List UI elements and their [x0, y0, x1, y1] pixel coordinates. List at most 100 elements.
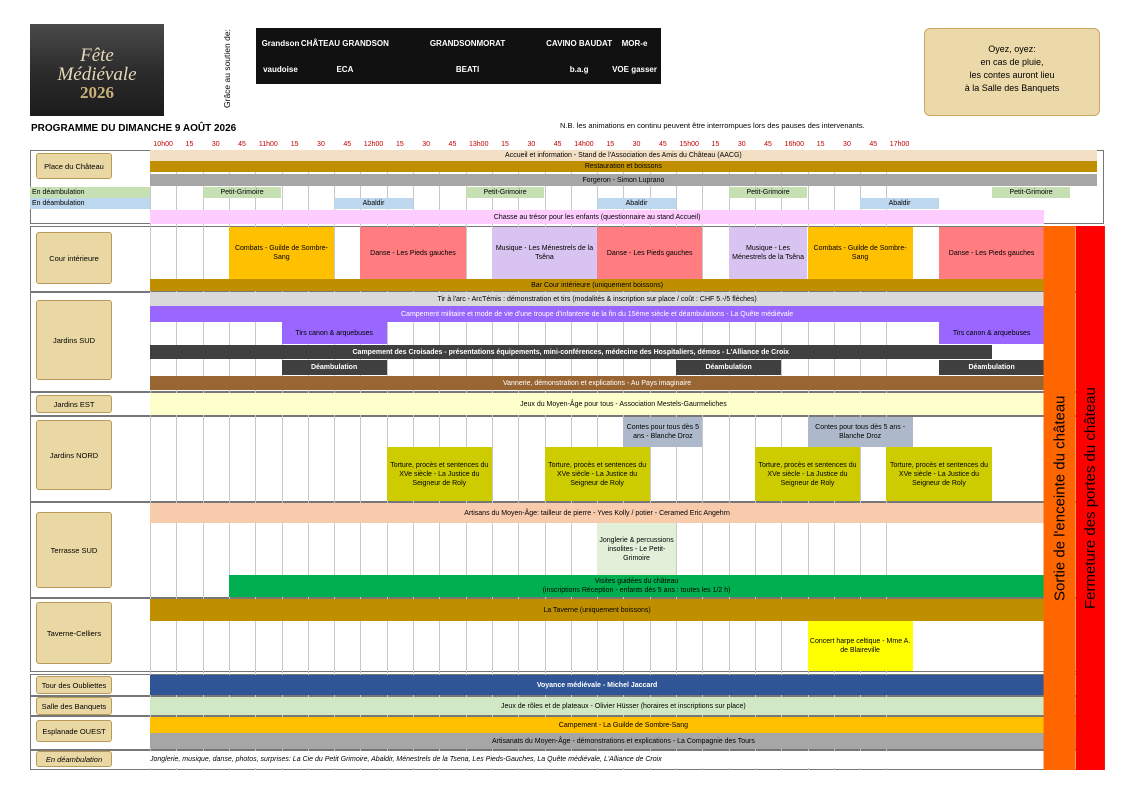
time-label: 45: [343, 141, 352, 148]
time-label: 17h00: [889, 141, 910, 148]
bar-harpe: Concert harpe celtique - Mme A. de Blair…: [807, 621, 913, 671]
time-label: 15: [711, 141, 720, 148]
bar-torture: Torture, procès et sentences du XVe sièc…: [754, 447, 861, 501]
time-label: 16h00: [784, 141, 805, 148]
bar-deambulation: Déambulation: [281, 360, 387, 375]
exit-portes-column: Fermeture des portes du château: [1075, 226, 1105, 770]
grid-line: [518, 150, 520, 770]
grid-line: [150, 150, 151, 770]
bar-restauration: Restauration et boissons: [150, 161, 1097, 172]
sponsor-logo: vaudoise: [263, 64, 298, 74]
bar-taverne: La Taverne (uniquement boissons): [150, 599, 1045, 621]
time-label: 15: [816, 141, 825, 148]
sponsor-logo: VOE gasser: [612, 64, 657, 74]
label-cour: Cour intérieure: [36, 232, 112, 284]
logo-year: 2026: [80, 83, 114, 102]
time-label: 45: [764, 141, 772, 148]
bar-tirs-canon: Tirs canon & arquebuses: [281, 322, 387, 344]
bar-danse: Danse - Les Pieds gauches: [939, 227, 1045, 279]
bar-contes: Contes pour tous dès 5 ans - Blanche Dro…: [807, 417, 913, 447]
bar-artisans: Artisans du Moyen-Âge: tailleur de pierr…: [150, 503, 1045, 523]
bar-abaldir: Abaldir: [597, 198, 676, 209]
time-label: 45: [869, 141, 878, 148]
header: Fête Médiévale 2026 Grâce au soutien de:…: [0, 0, 1134, 120]
grid-line: [860, 150, 862, 770]
bar-jeux-moyen-age: Jeux du Moyen-Âge pour tous - Associatio…: [150, 393, 1097, 415]
time-label: 30: [527, 141, 536, 148]
bar-croisades: Campement des Croisades - présentations …: [150, 345, 992, 359]
notice-line-3: les contes auront lieu: [969, 70, 1055, 80]
bar-tir-arc: Tir à l'arc - ArcTémis : démonstration e…: [150, 292, 1045, 306]
sponsor-logo: MOR-e: [621, 38, 648, 48]
exit-enceinte-column: Sortie de l'enceinte du château: [1044, 226, 1076, 770]
sponsor-logo: Grandson: [261, 38, 300, 48]
bar-campement-militaire: Campement militaire et mode de vie d'une…: [150, 306, 1045, 322]
time-label: 30: [211, 141, 220, 148]
bar-voyance: Voyance médiévale - Michel Jaccard: [150, 675, 1045, 695]
label-deamb-1: En déambulation: [30, 187, 150, 198]
notice-line-1: Oyez, oyez:: [988, 44, 1036, 54]
label-banquets: Salle des Banquets: [36, 697, 112, 715]
sponsor-logo: CAVINO BAUDAT: [546, 38, 613, 48]
support-label: Grâce au soutien de:: [222, 29, 232, 109]
time-label: 14h00: [574, 141, 594, 148]
logo-line-1: Fête: [80, 45, 114, 66]
grid-line: [255, 150, 257, 770]
page-title: PROGRAMME DU DIMANCHE 9 AOÛT 2026: [31, 123, 237, 134]
time-label: 45: [658, 141, 667, 148]
sponsor-logo: ECA: [336, 64, 354, 74]
bar-jeux-roles: Jeux de rôles et de plateaux - Olivier H…: [150, 697, 1097, 715]
label-est: Jardins EST: [36, 395, 112, 413]
bar-torture: Torture, procès et sentences du XVe sièc…: [886, 447, 992, 501]
label-sud: Jardins SUD: [36, 300, 112, 380]
time-label: 11h00: [258, 141, 278, 148]
rain-notice-scroll: Oyez, oyez: en cas de pluie, les contes …: [924, 28, 1100, 116]
time-label: 30: [632, 141, 641, 148]
bar-combats: Combats - Guilde de Sombre-Sang: [228, 227, 335, 279]
bar-petit-grimoire: Petit-Grimoire: [991, 187, 1071, 198]
time-label: 30: [422, 141, 431, 148]
label-place: Place du Château: [36, 153, 112, 179]
notice-line-2: en cas de pluie,: [980, 57, 1044, 67]
bar-deambulation: Déambulation: [939, 360, 1045, 375]
time-label: 45: [553, 141, 562, 148]
bar-torture: Torture, procès et sentences du XVe sièc…: [544, 447, 650, 501]
bar-combats: Combats - Guilde de Sombre-Sang: [807, 227, 913, 279]
time-label: 30: [843, 141, 851, 148]
grid-line: [281, 150, 283, 770]
time-label: 15h00: [679, 141, 699, 148]
logo-line-2: Médiévale: [57, 64, 137, 85]
time-label: 15: [606, 141, 615, 148]
time-label: 15: [501, 141, 509, 148]
time-label: 30: [737, 141, 746, 148]
grid-line: [202, 150, 204, 770]
bar-torture: Torture, procès et sentences du XVe sièc…: [386, 447, 492, 501]
label-deamb-2: En déambulation: [30, 198, 150, 209]
label-oubliettes: Tour des Oubliettes: [36, 676, 112, 694]
sponsor-logo: b.a.g: [569, 64, 589, 74]
bar-petit-grimoire: Petit-Grimoire: [728, 187, 808, 198]
bar-chasse: Chasse au trésor pour les enfants (quest…: [150, 210, 1045, 224]
bar-danse: Danse - Les Pieds gauches: [360, 227, 466, 279]
bar-vannerie: Vannerie, démonstration et explications …: [150, 376, 1045, 390]
bar-visites: Visites guidées du château(inscriptions …: [228, 575, 1045, 597]
time-label: 10h00: [153, 141, 173, 148]
bar-campement-sombre: Campement - La Guilde de Sombre-Sang: [150, 717, 1097, 733]
time-label: 12h00: [363, 141, 384, 148]
bar-deambulation: Déambulation: [676, 360, 782, 375]
label-deamb-footer: En déambulation: [36, 751, 112, 767]
time-label: 15: [395, 141, 404, 148]
grid-line: [491, 150, 493, 770]
bar-musique: Musique - Les Ménestrels de la Tsêna: [491, 227, 598, 279]
bar-petit-grimoire: Petit-Grimoire: [465, 187, 545, 198]
bar-contes: Contes pour tous dès 5 ans - Blanche Dro…: [623, 417, 703, 447]
bar-petit-grimoire: Petit-Grimoire: [202, 187, 282, 198]
festival-logo: Fête Médiévale 2026: [30, 24, 164, 116]
label-terrasse: Terrasse SUD: [36, 512, 112, 588]
notice-line-4: à la Salle des Banquets: [964, 83, 1060, 93]
bar-artisanats: Artisanats du Moyen-Âge - démonstrations…: [150, 733, 1097, 749]
grid-line: [728, 150, 730, 770]
time-label: 30: [317, 141, 325, 148]
time-label: 15: [290, 141, 299, 148]
